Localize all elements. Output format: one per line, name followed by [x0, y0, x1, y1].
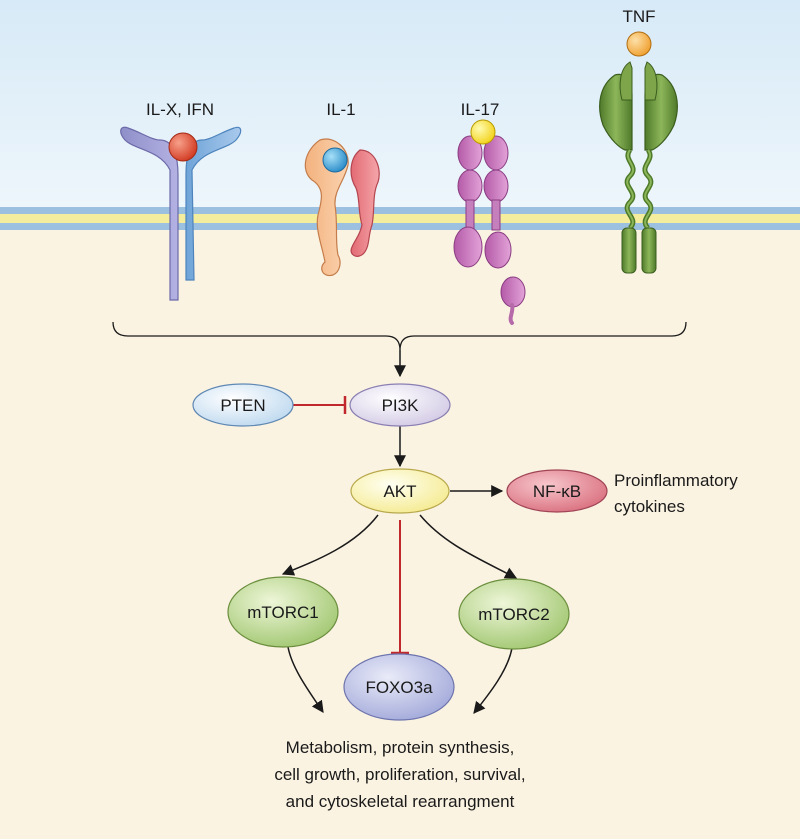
akt-node: AKT — [350, 468, 450, 514]
il1-label: IL-1 — [326, 100, 355, 119]
il1-receptor — [304, 138, 380, 277]
pten-node: PTEN — [192, 383, 294, 427]
pi3k-node: PI3K — [349, 383, 451, 427]
extracellular-space — [0, 0, 800, 212]
ilx-ifn-receptor — [120, 126, 242, 301]
mtorc2-node: mTORC2 — [458, 578, 570, 650]
il17-receptor — [453, 119, 526, 325]
mtorc1-node: mTORC1 — [227, 576, 339, 648]
foxo3a-label: FOXO3a — [365, 678, 433, 697]
mtorc2-label: mTORC2 — [478, 605, 549, 624]
akt-to-mtorc1-arrow — [281, 514, 379, 576]
tnf-label: TNF — [622, 7, 655, 26]
outcome-line-3: and cytoskeletal rearrangment — [286, 792, 515, 811]
il17-label: IL-17 — [461, 100, 500, 119]
ilx-ifn-label: IL-X, IFN — [146, 100, 214, 119]
foxo3a-node: FOXO3a — [343, 653, 455, 721]
akt-label: AKT — [383, 482, 416, 501]
mtorc2-to-outcome-arrow — [473, 647, 513, 714]
nfkb-label: NF-κB — [533, 482, 581, 501]
outcome-line-1: Metabolism, protein synthesis, — [286, 738, 515, 757]
pten-label: PTEN — [220, 396, 265, 415]
akt-to-mtorc2-arrow — [419, 514, 518, 579]
mtorc1-to-outcome-arrow — [287, 646, 324, 713]
mtorc1-label: mTORC1 — [247, 603, 318, 622]
proinflammatory-label: Proinflammatory — [614, 471, 738, 490]
cytokines-label: cytokines — [614, 497, 685, 516]
outcome-line-2: cell growth, proliferation, survival, — [274, 765, 525, 784]
cell-membrane — [0, 207, 800, 230]
tnf-receptor — [599, 31, 678, 274]
pi3k-label: PI3K — [382, 396, 420, 415]
nfkb-node: NF-κB — [506, 469, 608, 513]
